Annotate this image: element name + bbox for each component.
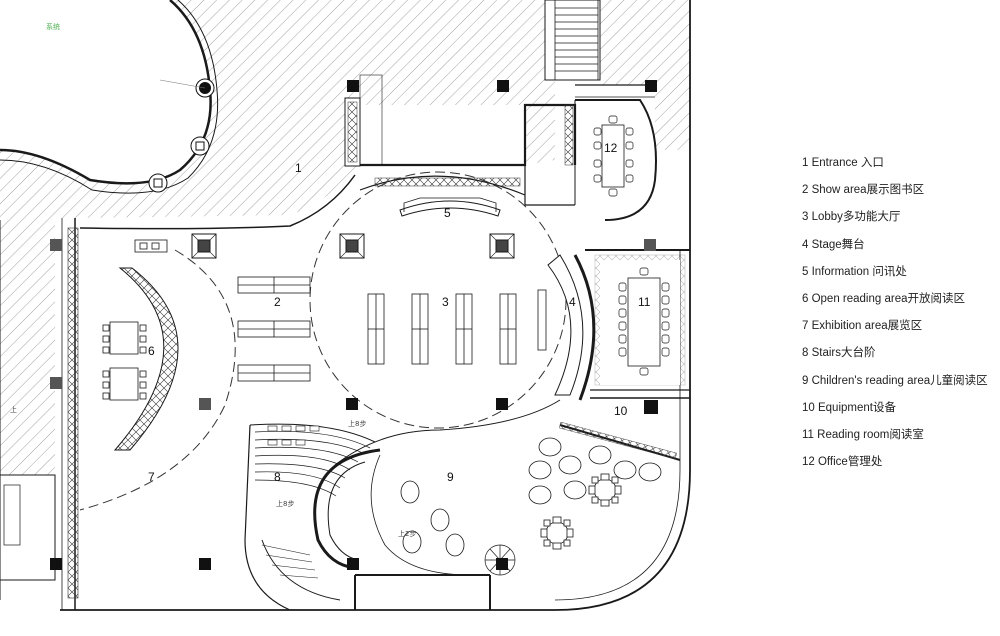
legend-item: 8 Stairs大台阶 [802,347,876,360]
lobby-north-curve [79,174,356,230]
information-desk [399,200,501,217]
legend-item: 3 Lobby多功能大厅 [802,211,901,224]
legend-item: 12 Office管理处 [802,456,883,469]
up-stairs-label-2: 上8步 [276,499,294,508]
lobby-circle [309,171,567,429]
room-label-open-reading: 6 [148,344,155,358]
floor-plan: 系统 上 [0,0,691,611]
stage [537,254,596,401]
up-left: 上 [10,405,17,414]
room-label-information: 5 [444,206,451,220]
legend-item: 10 Equipment设备 [802,401,896,414]
north-stairs [544,0,601,81]
room-label-exhibition: 7 [148,470,155,484]
outer-east-wall [60,0,691,611]
west-facade: 上 [0,220,56,600]
columns [50,80,658,570]
room-label-show-area: 2 [274,295,281,309]
room-label-lobby: 3 [442,295,449,309]
north-hatch [355,0,555,170]
east-top-hatch [600,0,690,150]
room-label-stairs: 8 [274,470,281,484]
pond-columns [148,78,215,193]
childrens-area [334,399,681,576]
open-reading-truss [113,267,179,451]
hatched-zones [0,0,690,475]
legend-item: 9 Children's reading area儿童阅读区 [802,374,988,387]
room-label-reading-room: 11 [638,295,651,309]
lobby-shelves [367,293,517,365]
reading-room [585,249,690,391]
room-label-entrance: 1 [295,161,302,175]
room-label-equipment: 10 [614,404,628,418]
elevator-cores [191,233,515,259]
legend: 1 Entrance 入口 2 Show area展示图书区 3 Lobby多功… [802,152,988,478]
building-walls [60,0,691,611]
green-tag: 系统 [46,22,60,31]
room-labels: 3 2 1 4 5 6 7 8 9 10 11 12 [148,141,651,484]
legend-item: 4 Stage舞台 [802,238,865,251]
round-table-1 [588,473,622,507]
show-area-shelves [237,276,311,382]
legend-item: 11 Reading room阅读室 [802,428,924,441]
room-label-childrens: 9 [447,470,454,484]
office [564,99,657,221]
pond [0,0,211,184]
reading-tables [102,239,168,401]
room-label-office: 12 [604,141,618,155]
legend-item: 6 Open reading area开放阅读区 [802,292,965,305]
service-core [344,74,576,206]
legend-item: 7 Exhibition area展览区 [802,320,923,333]
up-stairs-label-1: 上8步 [348,419,366,428]
legend-item: 2 Show area展示图书区 [802,184,925,197]
stair-curved-wall [313,448,381,570]
legend-item: 1 Entrance 入口 [802,157,884,169]
up-stairs-label-3: 上2步 [398,529,416,538]
west-hatch [0,218,55,475]
round-table-2 [540,516,574,550]
room-label-stage: 4 [569,295,576,309]
grand-stairs: 上8步 上8步 上2步 [244,419,490,611]
legend-item: 5 Information 问讯处 [802,265,907,278]
